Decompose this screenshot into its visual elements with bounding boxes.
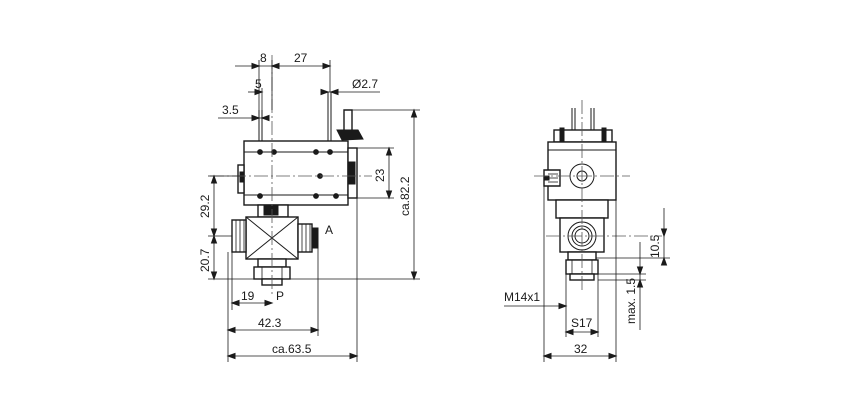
connector-pins [258,92,364,141]
dim-27: 27 [294,51,308,65]
dim-s17: S17 [571,316,593,330]
dim-32: 32 [574,342,588,356]
front-dimension-arrows [542,228,668,360]
dimension-labels: 8 27 5 Ø2.7 3.5 23 ca.82.2 29.2 20.7 19 … [198,51,412,356]
dim-3-5: 3.5 [222,103,239,117]
dimension-lines [208,60,420,362]
front-connector [553,108,613,143]
coil-housing [237,140,358,206]
dim-dia-2-7: Ø2.7 [352,77,378,91]
dim-23: 23 [373,168,387,182]
dim-20-7: 20.7 [198,248,212,272]
dim-ca-82-2: ca.82.2 [398,176,412,216]
dim-29-2: 29.2 [198,194,212,218]
dim-42-3: 42.3 [258,316,282,330]
port-label-p: P [276,289,284,303]
dim-max-1-5: max. 1.5 [624,278,638,324]
side-view: 8 27 5 Ø2.7 3.5 23 ca.82.2 29.2 20.7 19 … [198,51,420,362]
valve-body [231,204,319,260]
dim-19: 19 [241,289,255,303]
dim-m14x1: M14x1 [504,290,540,304]
front-view: M14x1 S17 32 10.5 max. 1.5 [504,100,670,362]
front-dimension-labels: M14x1 S17 32 10.5 max. 1.5 [504,234,662,356]
dim-10-5: 10.5 [648,234,662,258]
port-label-a: A [325,223,333,237]
dim-ca-63-5: ca.63.5 [272,342,312,356]
dimension-arrows [210,62,418,360]
dim-8: 8 [260,51,267,65]
front-coil [543,141,617,201]
dim-5: 5 [255,77,262,91]
